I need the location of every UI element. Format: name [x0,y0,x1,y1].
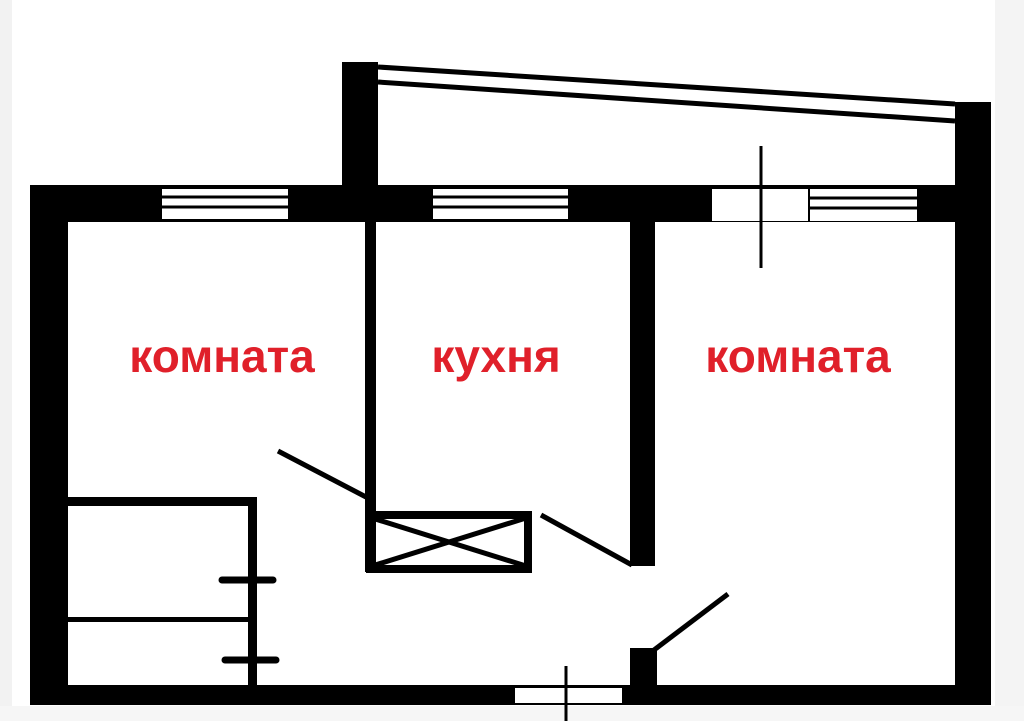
wall-bottom [30,685,991,705]
kitchen-wall-right [630,222,655,566]
ventilation-shaft [366,511,532,573]
right-margin [995,0,1024,721]
room-label-right: комната [705,330,891,382]
entrance-door [515,666,622,721]
room-label-kitchen: кухня [431,330,561,382]
room-label-left: комната [129,330,315,382]
door-kitchen [539,512,634,568]
kitchen-wall-left [365,222,376,572]
left-margin [0,0,12,721]
window-left [162,189,288,219]
door-right-room [652,592,730,652]
door-left-room [276,448,368,500]
balcony-door [712,146,808,268]
wall-left [30,185,68,705]
balcony-post [342,62,378,186]
bathroom-block [68,497,280,687]
wall-right [955,102,991,705]
balcony-rail-inner [377,79,956,124]
window-kitchen [433,189,568,219]
door-post [630,648,657,688]
bottom-margin [0,706,1024,721]
window-right [810,189,917,221]
balcony-rail-outer [377,64,956,107]
